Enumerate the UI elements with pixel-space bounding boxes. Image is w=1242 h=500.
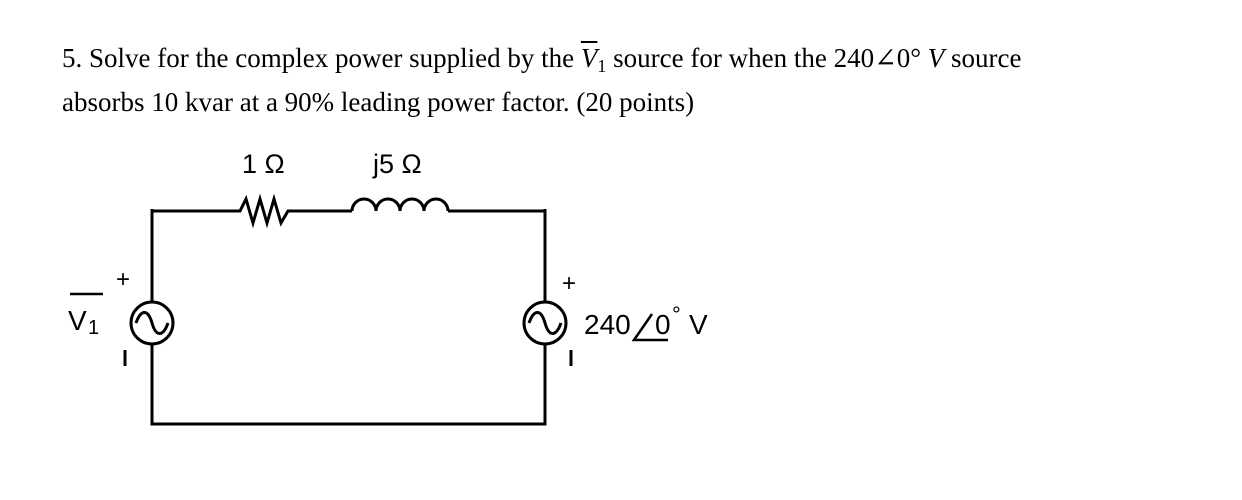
v1-label-subscript: 1 [88, 317, 99, 339]
right-source-sine [527, 311, 563, 335]
inductor [350, 197, 450, 212]
right-source-circle [522, 300, 568, 346]
left-source-sine [134, 311, 170, 335]
resistor [232, 193, 296, 229]
right-source-angle: 0 [655, 309, 671, 340]
right-plus-sign: + [562, 270, 576, 297]
resistor-label: 1 Ω [242, 149, 285, 179]
v-letter: V [580, 43, 598, 73]
problem-text-part: 5. Solve for the complex power supplied … [62, 43, 581, 73]
problem-text-part: source for when the 240∠0° [606, 43, 928, 73]
inductor-label: j5 Ω [372, 149, 422, 179]
problem-statement: 5. Solve for the complex power supplied … [62, 40, 1222, 120]
degree-symbol: ° [672, 302, 681, 327]
angle-symbol [631, 313, 668, 342]
left-plus-sign: + [116, 266, 130, 293]
v1-subscript: 1 [597, 56, 607, 76]
right-source-unit: V [689, 309, 708, 340]
v1-label: V [68, 305, 87, 336]
problem-line-1: 5. Solve for the complex power supplied … [62, 40, 1222, 84]
left-source-circle [129, 300, 175, 346]
unit-v: V [927, 43, 945, 73]
problem-line-2: absorbs 10 kvar at a 90% leading power f… [62, 87, 695, 117]
right-source-magnitude: 240 [584, 309, 631, 340]
v1-symbol: V [581, 43, 598, 73]
problem-text-part: source [944, 43, 1022, 73]
